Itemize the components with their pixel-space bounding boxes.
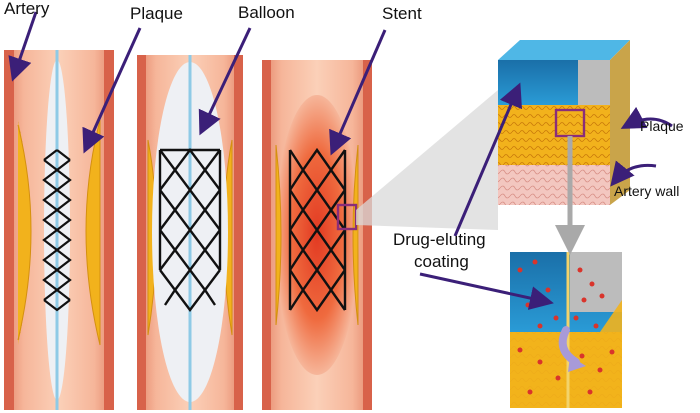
panel-balloon bbox=[137, 55, 243, 410]
panel-artery-plaque bbox=[4, 50, 114, 410]
coating-detail bbox=[510, 252, 622, 408]
collapsed-stent-mesh bbox=[42, 149, 72, 312]
balloon-arrow bbox=[198, 27, 252, 136]
artery-arrow bbox=[8, 11, 38, 82]
label-stent: Stent bbox=[382, 4, 422, 23]
coating-arrow-top bbox=[453, 82, 522, 237]
panel-stent bbox=[262, 60, 372, 410]
deployed-stent-mesh bbox=[288, 147, 347, 313]
label-artery: Artery bbox=[4, 0, 50, 18]
plaque-arrow bbox=[82, 27, 142, 154]
label-plaque-detail: Plaque bbox=[640, 118, 684, 134]
label-balloon: Balloon bbox=[238, 3, 295, 22]
label-drug-coating-line2: coating bbox=[414, 252, 469, 271]
expanded-stent-mesh bbox=[158, 148, 222, 312]
cube-detail bbox=[498, 40, 630, 205]
label-plaque: Plaque bbox=[130, 4, 183, 23]
stent-arrow bbox=[329, 29, 387, 156]
plaque-detail-hook bbox=[620, 106, 673, 129]
label-drug-coating-line1: Drug-eluting bbox=[393, 230, 486, 249]
coating-arrow-bottom bbox=[419, 272, 554, 310]
zoom-cone bbox=[356, 90, 498, 230]
label-arrows bbox=[8, 11, 554, 310]
label-artery-wall: Artery wall bbox=[614, 183, 680, 199]
artery-wall-hook bbox=[610, 160, 657, 187]
